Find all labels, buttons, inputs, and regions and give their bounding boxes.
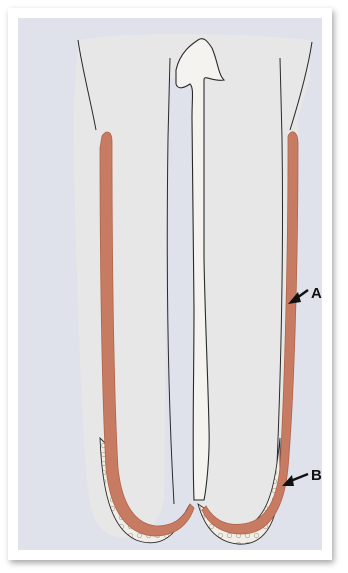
- tooth-diagram: A B: [18, 18, 322, 550]
- label-b: B: [311, 467, 322, 484]
- label-a: A: [311, 285, 322, 302]
- image-frame: A B: [8, 8, 332, 560]
